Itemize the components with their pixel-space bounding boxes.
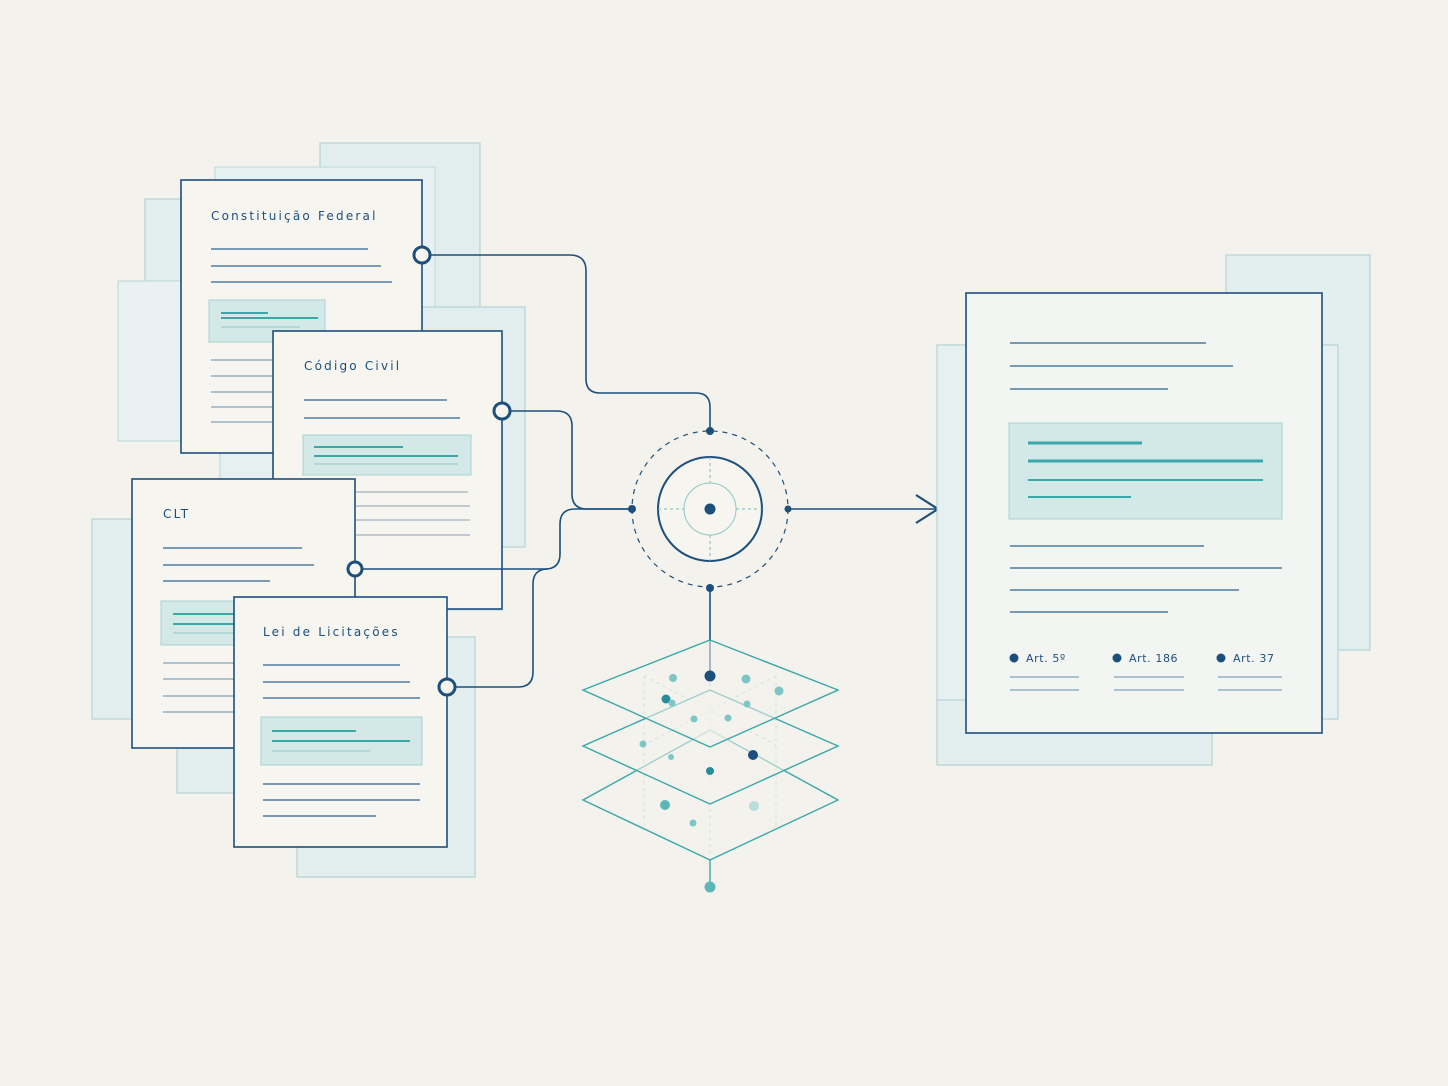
vector-store-layers <box>581 639 840 893</box>
citation-label: Art. 186 <box>1129 652 1178 665</box>
citation-label: Art. 5º <box>1026 652 1066 665</box>
citation-label: Art. 37 <box>1233 652 1275 665</box>
text-lines <box>211 248 392 283</box>
connector-ports <box>346 245 512 697</box>
citation-bullet-icon <box>1112 653 1122 663</box>
document-lei-de-licitacoes: Lei de Licitações <box>233 596 448 848</box>
citation-bullet-icon <box>1216 653 1226 663</box>
processor-core-dot <box>704 503 716 515</box>
vector-points <box>639 674 784 827</box>
document-title: Código Civil <box>304 359 401 373</box>
vector-store-top-node <box>704 670 716 682</box>
central-processor-node <box>628 427 792 592</box>
citation-art-37: Art. 37 <box>1216 652 1282 691</box>
vector-store-bottom-node <box>704 881 716 893</box>
output-document: Art. 5º Art. 186 Art. 37 <box>965 292 1323 734</box>
document-title: CLT <box>163 507 190 521</box>
vector-plane-top <box>581 639 840 748</box>
connector-clt <box>355 508 632 570</box>
connector-lei-licitacoes <box>447 568 549 688</box>
citation-art-186: Art. 186 <box>1112 652 1184 691</box>
citation-bullet-icon <box>1009 653 1019 663</box>
port-lei-licitacoes <box>437 677 457 697</box>
document-title: Constituição Federal <box>211 209 378 223</box>
answer-highlight-box <box>1008 422 1283 520</box>
port-constituicao <box>412 245 432 265</box>
connector-constituicao <box>422 254 711 431</box>
port-clt <box>346 560 364 578</box>
port-codigo-civil <box>492 401 512 421</box>
connector-codigo-civil <box>502 410 632 510</box>
document-title: Lei de Licitações <box>263 625 400 639</box>
citation-art-5: Art. 5º <box>1009 652 1079 691</box>
